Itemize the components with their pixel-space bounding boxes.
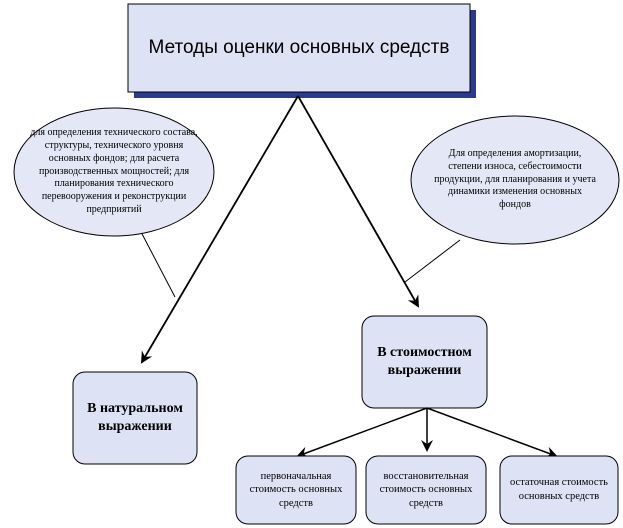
note-left-ellipse bbox=[13, 107, 215, 237]
note-right-text: Для определения амортизации, степени изн… bbox=[434, 148, 596, 211]
note-left-connector bbox=[139, 229, 176, 298]
arrow-to-natural bbox=[140, 95, 299, 364]
natural-box bbox=[72, 371, 198, 465]
initial-cost-label: первоначальная стоимость основных средст… bbox=[249, 470, 343, 509]
cost-box bbox=[361, 315, 488, 409]
residual-cost-box bbox=[499, 455, 619, 525]
title-box bbox=[127, 3, 471, 93]
residual-cost-label: остаточная стоимость основных средств bbox=[510, 477, 608, 502]
note-left-text: для определения технического состава, ст… bbox=[30, 127, 198, 215]
note-right-connector bbox=[404, 239, 461, 283]
note-right-ellipse bbox=[410, 115, 620, 245]
arrow-to-initial bbox=[296, 407, 428, 459]
replacement-cost-box bbox=[365, 455, 487, 525]
arrow-to-cost bbox=[297, 95, 419, 308]
natural-label: В натуральном выражении bbox=[87, 400, 183, 434]
arrow-to-residual bbox=[426, 407, 558, 459]
cost-label: В стоимостном выражении bbox=[377, 344, 472, 378]
title-label: Методы оценки основных средств bbox=[148, 37, 450, 58]
initial-cost-box bbox=[235, 455, 357, 525]
replacement-cost-label: восстановительная стоимость основных сре… bbox=[379, 470, 473, 509]
